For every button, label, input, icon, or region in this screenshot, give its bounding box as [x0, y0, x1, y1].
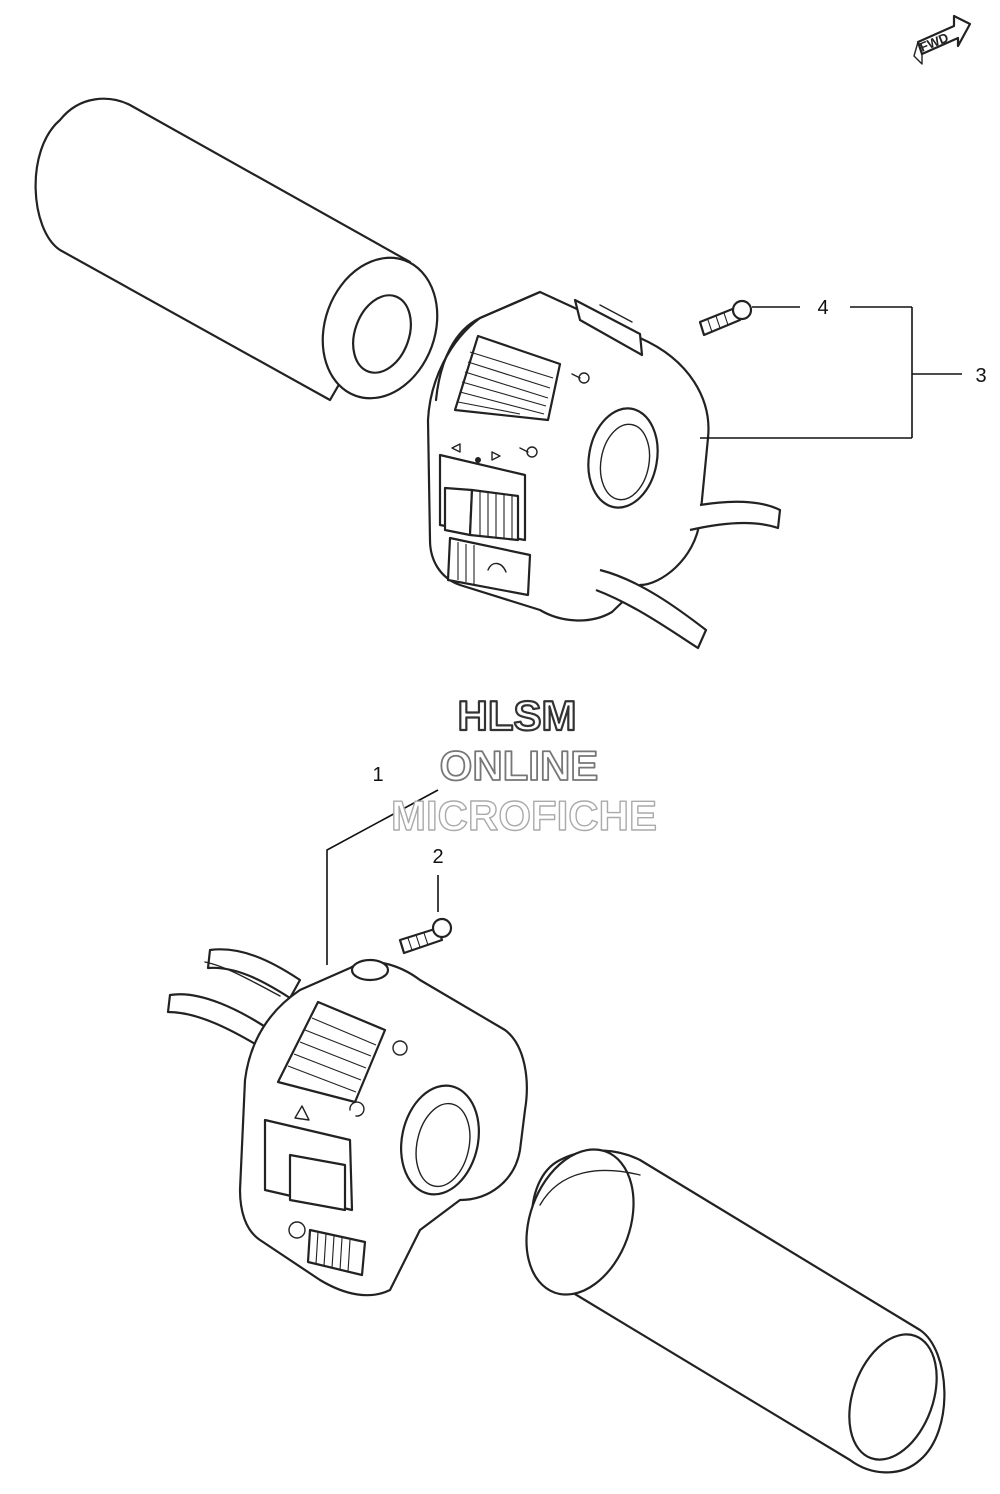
screw-4: [698, 299, 753, 337]
watermark: HLSM ONLINE MICROFICHE: [390, 691, 657, 840]
callout-4: 4: [817, 297, 828, 319]
upper-grip: [34, 97, 439, 402]
screw-2: [398, 917, 453, 955]
fwd-label: FWD: [918, 30, 951, 55]
lower-grip: [525, 1148, 946, 1474]
watermark-line2: ONLINE: [440, 742, 599, 789]
callout-3: 3: [975, 365, 986, 387]
upper-switch-housing: [426, 290, 710, 622]
upper-wires: [595, 500, 782, 650]
callout-1: 1: [372, 764, 383, 786]
leader-lines: [326, 306, 962, 965]
fwd-arrow-icon: FWD: [913, 14, 972, 65]
watermark-line3: MICROFICHE: [391, 792, 657, 839]
lower-switch-housing: [238, 958, 528, 1297]
lower-wires: [166, 948, 302, 1050]
watermark-line1: HLSM: [458, 692, 577, 739]
callout-2: 2: [432, 846, 443, 868]
